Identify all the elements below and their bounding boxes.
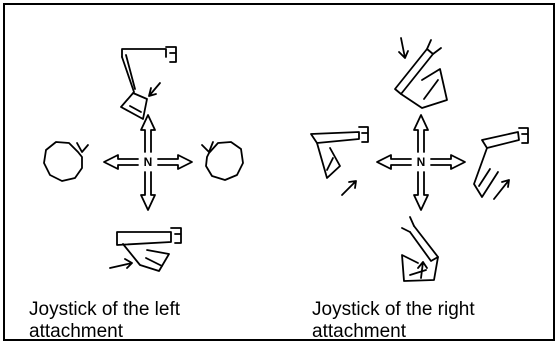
left-attachment-bottom-icon (109, 227, 182, 272)
right-attachment-right-icon (473, 127, 529, 200)
right-arrow-left (376, 154, 412, 170)
right-center-label: N (417, 155, 426, 169)
right-joystick-arrows: N (376, 114, 466, 211)
left-center-label: N (144, 155, 153, 169)
right-attachment-left-icon (310, 126, 369, 196)
right-arrow-up (413, 114, 429, 153)
figure-frame (3, 3, 555, 341)
right-attachment-bottom-icon (401, 216, 439, 282)
left-arrow-up (140, 114, 156, 153)
left-arrow-right (157, 154, 193, 170)
right-arrow-down (413, 171, 429, 211)
left-attachment-top-icon (120, 46, 177, 120)
right-joystick-caption: Joystick of the right attachment (312, 299, 475, 342)
left-joystick-arrows: N (103, 114, 193, 211)
right-attachment-top-icon (394, 37, 448, 109)
left-rotate-right-icon (201, 141, 244, 181)
left-arrow-left (103, 154, 139, 170)
right-arrow-right (430, 154, 466, 170)
left-arrow-down (140, 171, 156, 211)
left-rotate-left-icon (43, 141, 89, 182)
left-joystick-caption: Joystick of the left attachment (29, 299, 181, 342)
